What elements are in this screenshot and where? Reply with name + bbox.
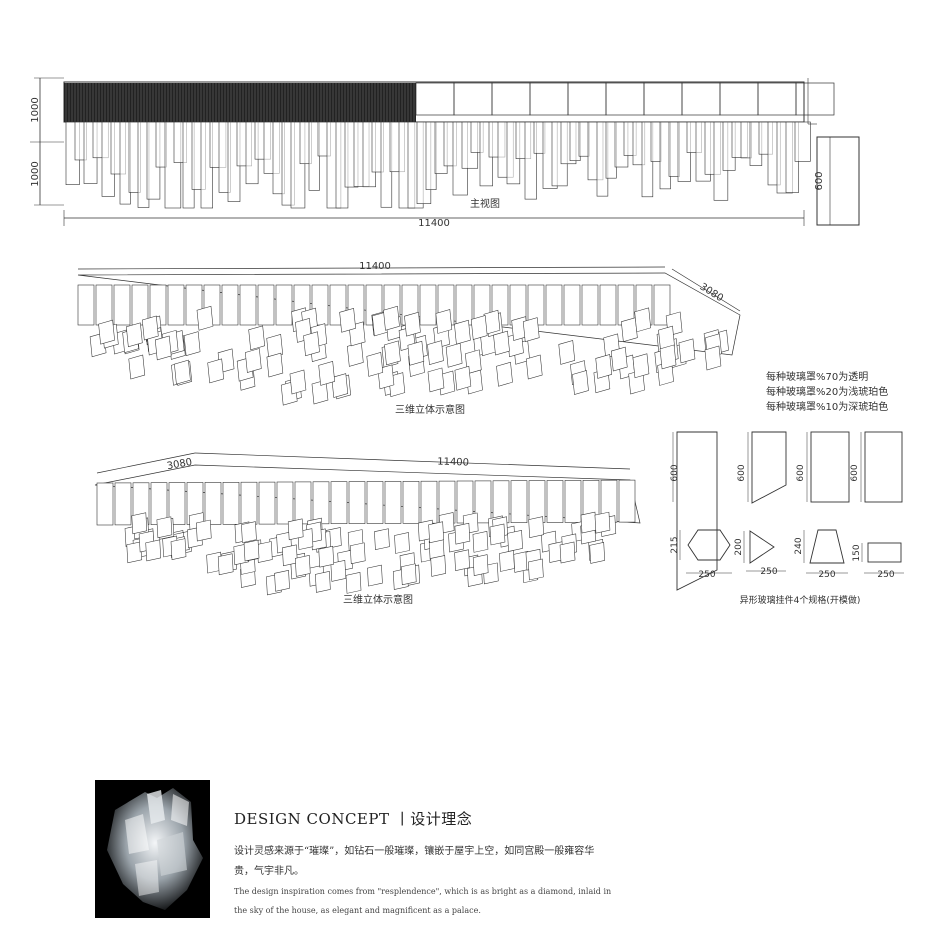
iso1-length-label: 11400 bbox=[359, 261, 391, 272]
section-trapezoid bbox=[809, 529, 845, 564]
dim-width-label: 11400 bbox=[418, 218, 450, 229]
pendant-2-section: 200 bbox=[734, 538, 744, 555]
section-hexagon bbox=[687, 529, 731, 561]
pendant-4-height: 600 bbox=[850, 464, 860, 481]
pendant-3-height: 600 bbox=[796, 464, 806, 481]
iso-view-2-drawing: 3080 11400 三维立体示意图 bbox=[94, 452, 641, 606]
iso2-length-label: 11400 bbox=[437, 456, 469, 468]
dim-top-label: 1000 bbox=[30, 97, 41, 122]
crystal-photo bbox=[95, 780, 210, 918]
pendant-specs-title: 异形玻璃挂件4个规格(开模做) bbox=[740, 594, 861, 606]
pendant-3-section: 240 bbox=[794, 537, 804, 554]
side-view-block bbox=[816, 136, 860, 226]
pendant-1-section: 215 bbox=[670, 536, 680, 553]
iso1-depth-label: 3080 bbox=[698, 281, 725, 304]
front-view-title: 主视图 bbox=[470, 197, 500, 210]
pendant-elevation-1 bbox=[676, 431, 718, 591]
section-rectangle bbox=[867, 542, 902, 563]
concept-en-text: The design inspiration comes from "respl… bbox=[234, 887, 612, 915]
iso2-depth-label: 3080 bbox=[166, 457, 193, 472]
pendant-1-height: 600 bbox=[670, 464, 680, 481]
section-triangle bbox=[749, 530, 775, 564]
note-line: 每种玻璃罩%20为浅琥珀色 bbox=[766, 387, 889, 398]
pendant-2-height: 600 bbox=[737, 464, 747, 481]
pendant-2-width: 250 bbox=[760, 567, 777, 577]
crystal-cluster-image bbox=[107, 788, 203, 910]
pendant-elevation-3 bbox=[810, 431, 850, 503]
dim-bottom-label: 1000 bbox=[30, 161, 41, 186]
pendant-4-section: 150 bbox=[852, 544, 862, 561]
pendant-1-width: 250 bbox=[698, 570, 715, 580]
front-view-drawing: 1000 1000 11400 600 主视图 bbox=[30, 77, 860, 229]
concept-zh-text: 设计灵感来源于“璀璨”，如钻石一般璀璨，镶嵌于屋宇上空，如同宫殿一般雍容华贵，气… bbox=[234, 846, 595, 877]
iso2-title: 三维立体示意图 bbox=[343, 593, 413, 606]
pendant-elevation-4 bbox=[864, 431, 903, 503]
dim-side-label: 600 bbox=[814, 171, 825, 190]
pendant-specs-drawing: 600 600 600 600 215 200 240 150 250 250 … bbox=[670, 431, 904, 606]
iso1-title: 三维立体示意图 bbox=[395, 403, 465, 416]
concept-title: DESIGN CONCEPT 丨设计理念 bbox=[234, 810, 473, 828]
glass-color-notes: 每种玻璃罩%70为透明 每种玻璃罩%20为浅琥珀色 每种玻璃罩%10为深琥珀色 bbox=[766, 370, 888, 415]
pendant-4-width: 250 bbox=[877, 570, 894, 580]
pendant-elevation-2 bbox=[751, 431, 787, 504]
pendant-3-width: 250 bbox=[818, 570, 835, 580]
iso-view-1-drawing: 11400 3080 三维立体示意图 bbox=[77, 261, 741, 416]
note-line: 每种玻璃罩%70为透明 bbox=[766, 372, 869, 383]
note-line: 每种玻璃罩%10为深琥珀色 bbox=[766, 402, 889, 413]
